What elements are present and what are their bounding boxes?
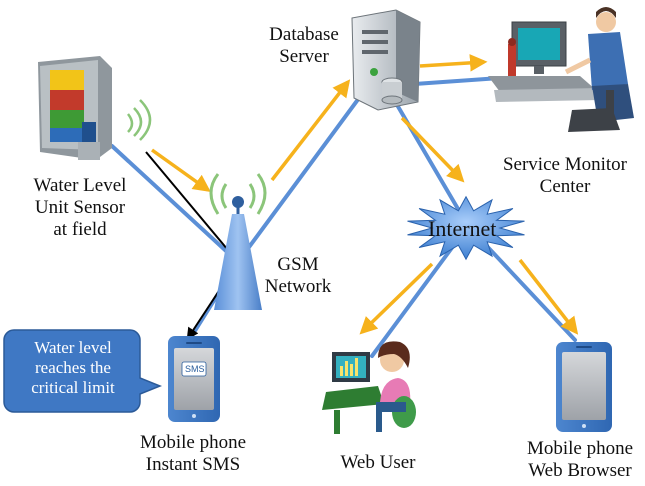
critical-limit-callout — [3, 329, 163, 413]
gsm-label-line1: GSM — [277, 254, 319, 275]
phone-web-label-line2: Web Browser — [528, 460, 632, 481]
water-level-sensor-icon — [38, 56, 152, 160]
callout-line1: Water level — [34, 338, 112, 357]
link-db-internet — [384, 84, 470, 228]
arrow-sensor-gsm — [150, 148, 211, 193]
arrow-internet-phone — [518, 258, 579, 335]
mobile-phone-sms-icon — [168, 336, 220, 422]
data-links — [110, 76, 577, 358]
phone-sms-label: Mobile phone Instant SMS — [130, 432, 256, 476]
mobile-phone-web-icon — [556, 342, 612, 432]
sms-screen-text: SMS — [185, 364, 205, 374]
service-monitor-icon — [488, 7, 634, 132]
db-label-line2: Server — [279, 46, 329, 67]
arrow-internet-webuser — [359, 262, 434, 335]
internet-cloud-icon — [407, 195, 525, 261]
arrow-db-internet — [400, 116, 465, 183]
gsm-label-line2: Network — [264, 276, 332, 297]
monitor-label-line2: Center — [539, 176, 591, 197]
callout-text: Water level reaches the critical limit — [10, 338, 136, 398]
callout-line3: critical limit — [31, 378, 115, 397]
arrow-db-monitor — [419, 54, 488, 72]
sensor-label-line3: at field — [53, 219, 107, 240]
gsm-label: GSM Network — [256, 254, 340, 298]
db-label: Database Server — [262, 24, 346, 68]
internet-label: Internet — [428, 216, 497, 241]
sensor-label: Water Level Unit Sensor at field — [24, 175, 136, 241]
flow-arrows — [150, 54, 579, 335]
link-sensor-gsm — [110, 144, 240, 264]
web-user-label: Web User — [340, 452, 416, 473]
phone-web-label: Mobile phone Web Browser — [518, 438, 642, 482]
sensor-label-line1: Water Level — [33, 175, 127, 196]
phone-sms-label-line1: Mobile phone — [139, 432, 247, 453]
sensor-label-line2: Unit Sensor — [34, 197, 126, 218]
phone-sms-label-line2: Instant SMS — [145, 454, 241, 475]
gsm-tower-icon — [209, 173, 267, 310]
callout-line2: reaches the — [35, 358, 111, 377]
link-gsm-db — [236, 92, 364, 264]
web-user-icon — [322, 341, 416, 434]
arrow-gsm-db — [270, 79, 351, 182]
phone-web-label-line1: Mobile phone — [526, 438, 634, 459]
database-server-icon — [351, 9, 421, 111]
monitor-label: Service Monitor Center — [500, 154, 630, 198]
db-label-line1: Database — [269, 24, 339, 45]
monitor-label-line1: Service Monitor — [502, 154, 627, 175]
